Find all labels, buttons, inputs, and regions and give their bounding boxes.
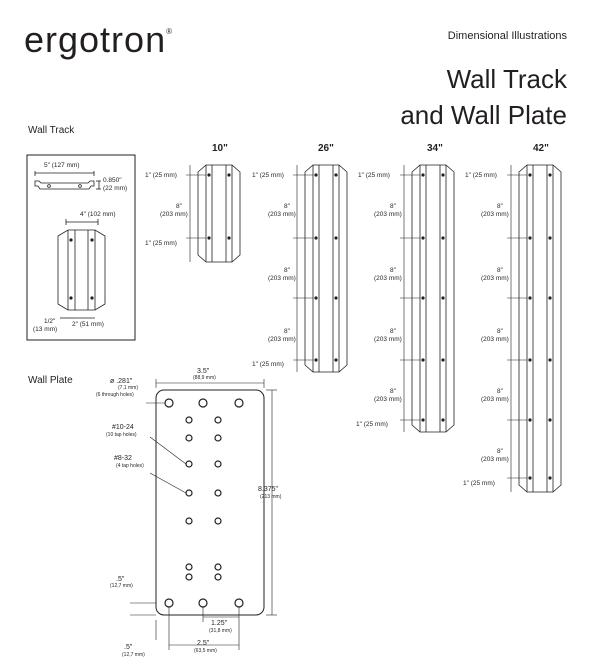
t42-spacing-1-mm: (203 mm) bbox=[481, 211, 509, 218]
t42-end-bottom: 1" (25 mm) bbox=[463, 480, 495, 487]
t42-spacing-1: 8" bbox=[497, 203, 503, 210]
t42-spacing-2-mm: (203 mm) bbox=[481, 275, 509, 282]
t34-spacing-2-mm: (203 mm) bbox=[374, 275, 402, 282]
plate-edge-h: .5" bbox=[124, 644, 133, 651]
plate-height: 8.375" bbox=[258, 486, 279, 493]
detail-edge-label: 1/2" bbox=[44, 318, 56, 325]
t34-spacing-1-mm: (203 mm) bbox=[374, 211, 402, 218]
track-10-in bbox=[197, 164, 241, 263]
track-34-in bbox=[411, 164, 455, 433]
doc-type: Dimensional Illustrations bbox=[447, 30, 567, 42]
plate-pitch-large: 2.5" bbox=[197, 640, 210, 647]
plate-edge-v: .5" bbox=[116, 576, 125, 583]
wall-plate-holes bbox=[164, 398, 244, 608]
plate-hole-dia-mm: (7,1 mm) bbox=[118, 385, 138, 391]
plate-tap1: #10-24 bbox=[112, 424, 134, 431]
track-length-26: 26" bbox=[318, 143, 334, 154]
t34-spacing-1: 8" bbox=[390, 203, 396, 210]
wall-track-detail-frame bbox=[26, 154, 136, 341]
plate-edge-h-mm: (12,7 mm) bbox=[122, 652, 145, 658]
page-title-line1: Wall Track bbox=[446, 64, 567, 94]
detail-width-label: 5" (127 mm) bbox=[44, 162, 80, 169]
wall-track-section-label: Wall Track bbox=[28, 125, 75, 136]
detail-edge-mm-label: (13 mm) bbox=[33, 326, 58, 333]
plate-pitch-small-mm: (31,8 mm) bbox=[209, 628, 232, 634]
t34-spacing-3: 8" bbox=[390, 328, 396, 335]
t34-spacing-3-mm: (203 mm) bbox=[374, 336, 402, 343]
plate-height-mm: (213 mm) bbox=[260, 494, 282, 500]
t26-spacing-2-mm: (203 mm) bbox=[268, 275, 296, 282]
t26-end-bottom: 1" (25 mm) bbox=[252, 361, 284, 368]
t26-spacing-3-mm: (203 mm) bbox=[268, 336, 296, 343]
t42-spacing-3-mm: (203 mm) bbox=[481, 336, 509, 343]
plate-width-mm: (88,9 mm) bbox=[193, 375, 216, 381]
t26-spacing-1: 8" bbox=[284, 203, 290, 210]
t10-spacing-mm: (203 mm) bbox=[160, 211, 188, 218]
detail-pitch-label: 2" (51 mm) bbox=[72, 321, 104, 328]
t26-spacing-1-mm: (203 mm) bbox=[268, 211, 296, 218]
plate-tap1-note: (10 tap holes) bbox=[106, 432, 137, 438]
t26-spacing-3: 8" bbox=[284, 328, 290, 335]
wall-plate-section-label: Wall Plate bbox=[28, 375, 73, 386]
detail-cross-width-label: 4" (102 mm) bbox=[80, 211, 116, 218]
t26-spacing-2: 8" bbox=[284, 267, 290, 274]
t42-spacing-4-mm: (203 mm) bbox=[481, 396, 509, 403]
t10-spacing: 8" bbox=[176, 203, 182, 210]
wall-track-profile bbox=[34, 171, 101, 190]
t34-end-top: 1" (25 mm) bbox=[358, 172, 390, 179]
plate-hole-note: (6 through holes) bbox=[96, 392, 134, 398]
registered-mark: ® bbox=[166, 27, 173, 36]
t34-end-bottom: 1" (25 mm) bbox=[356, 421, 388, 428]
t42-spacing-4: 8" bbox=[497, 388, 503, 395]
track-holes bbox=[207, 173, 552, 480]
track-length-34: 34" bbox=[427, 143, 443, 154]
t42-spacing-5: 8" bbox=[497, 448, 503, 455]
wall-plate-dimension-lines bbox=[130, 379, 277, 650]
track-length-10: 10" bbox=[212, 143, 228, 154]
detail-depth-mm-label: (22 mm) bbox=[103, 185, 128, 192]
plate-hole-dia: ø .281" bbox=[110, 378, 133, 385]
t34-spacing-4: 8" bbox=[390, 388, 396, 395]
detail-depth-label: 0.850" bbox=[103, 177, 122, 184]
brand-name: ergotron bbox=[24, 19, 167, 60]
t34-spacing-4-mm: (203 mm) bbox=[374, 396, 402, 403]
track-26-in bbox=[304, 164, 348, 373]
t10-end-bottom: 1" (25 mm) bbox=[145, 240, 177, 247]
track-42-in bbox=[518, 164, 562, 493]
t42-spacing-3: 8" bbox=[497, 328, 503, 335]
plate-pitch-small: 1.25" bbox=[211, 620, 228, 627]
plate-width: 3.5" bbox=[197, 368, 210, 375]
t42-spacing-2: 8" bbox=[497, 267, 503, 274]
track-length-42: 42" bbox=[533, 143, 549, 154]
page-title-line2: and Wall Plate bbox=[400, 100, 567, 130]
t34-spacing-2: 8" bbox=[390, 267, 396, 274]
t10-end-top: 1" (25 mm) bbox=[145, 172, 177, 179]
plate-edge-v-mm: (12,7 mm) bbox=[110, 583, 133, 589]
t26-end-top: 1" (25 mm) bbox=[252, 172, 284, 179]
t42-spacing-5-mm: (203 mm) bbox=[481, 456, 509, 463]
t42-end-top: 1" (25 mm) bbox=[465, 172, 497, 179]
plate-tap2: #8-32 bbox=[114, 455, 132, 462]
wall-plate-outline bbox=[155, 389, 265, 616]
plate-tap2-note: (4 tap holes) bbox=[116, 463, 144, 469]
wall-track-detail-view bbox=[57, 219, 106, 319]
plate-pitch-large-mm: (63,5 mm) bbox=[194, 648, 217, 654]
brand-logo: ergotron® bbox=[24, 22, 173, 58]
track-dimension-lines bbox=[186, 165, 527, 492]
